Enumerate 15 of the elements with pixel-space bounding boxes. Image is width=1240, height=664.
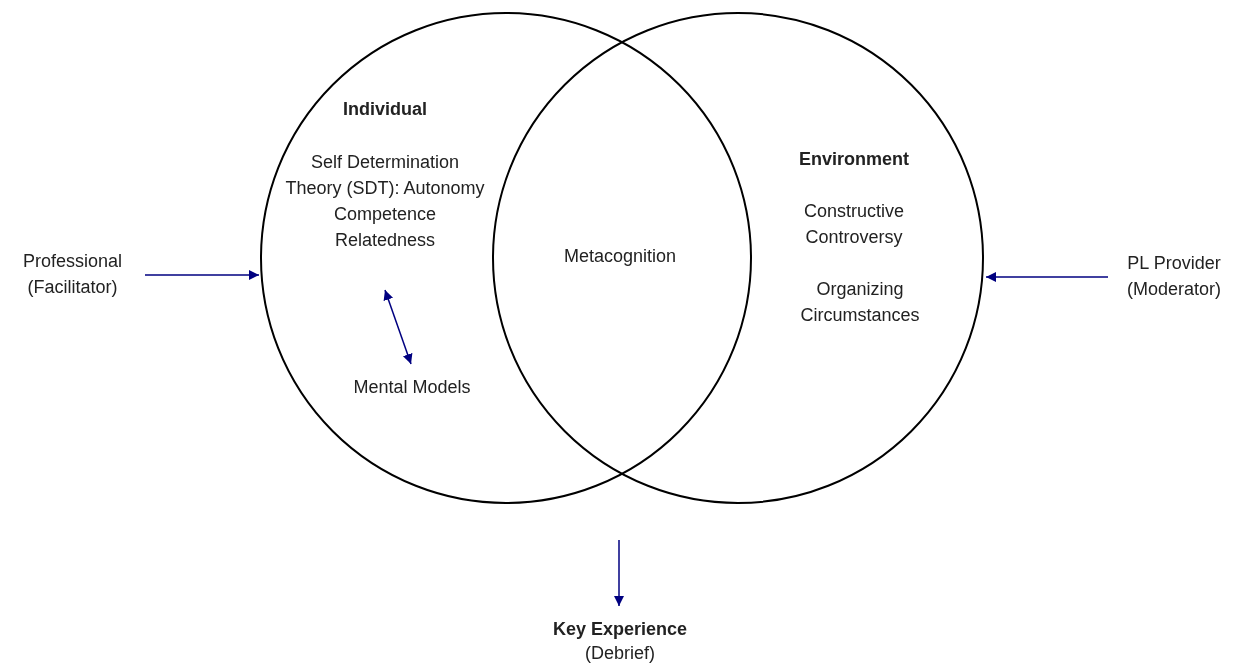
arrow (985, 272, 1109, 282)
circle-text: Organizing Circumstances (799, 278, 921, 327)
node-text: PL Provider (Moderator) (1108, 250, 1240, 302)
circle-heading: Individual (342, 98, 428, 121)
node-text: Metacognition (540, 243, 700, 269)
arrow (144, 270, 260, 280)
node-text: Professional (Facilitator) (0, 248, 145, 300)
node-text: Mental Models (332, 374, 492, 400)
circle-text: Constructive Controversy (802, 200, 905, 249)
output-heading: Key Experience (551, 618, 689, 641)
node-text: Self Determination Theory (SDT): Autonomy Competence Relatedness (285, 149, 485, 253)
arrow (614, 539, 624, 607)
arrow (383, 289, 413, 365)
circle-heading: Environment (798, 148, 910, 171)
output-subtext: (Debrief) (584, 642, 656, 664)
